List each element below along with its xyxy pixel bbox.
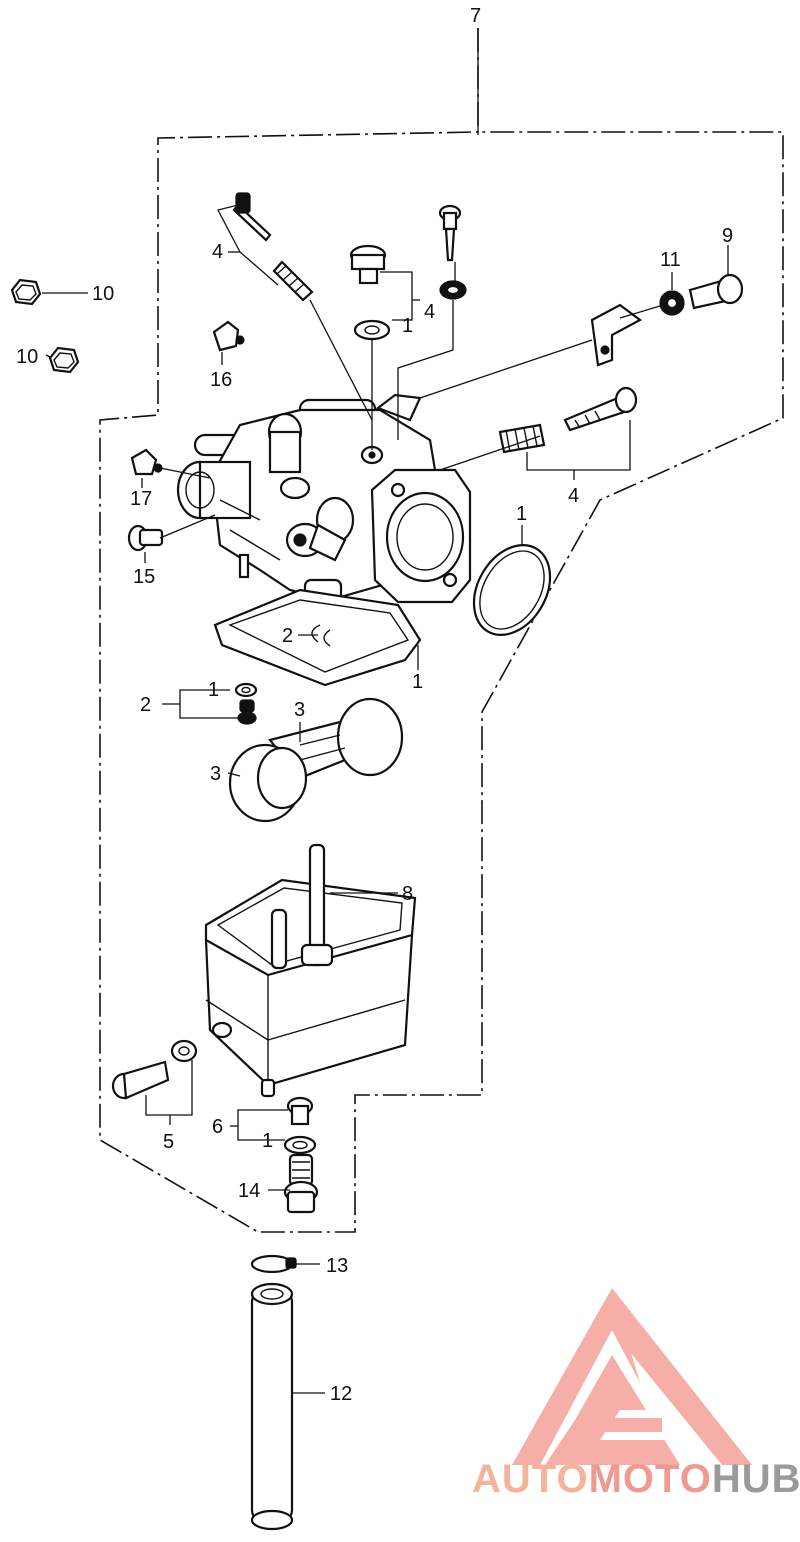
- callout-11: 11: [660, 249, 681, 271]
- callout-3-lower: 3: [210, 763, 221, 785]
- callout-2-clip: 2: [282, 625, 293, 647]
- callout-16: 16: [210, 369, 232, 391]
- callout-1-right: 1: [516, 503, 527, 525]
- floats: [228, 697, 404, 823]
- callout-4-right: 4: [568, 485, 579, 507]
- callouts: 7 4 4 1 9 11 10 10 16 17 15 4 1 2 1 2 1 …: [16, 5, 733, 1405]
- callout-9: 9: [722, 225, 733, 247]
- callout-12: 12: [330, 1383, 352, 1405]
- throttle-stop-screw: [498, 386, 638, 454]
- callout-3-upper: 3: [294, 699, 305, 721]
- fuel-tube: [250, 1282, 294, 1531]
- leader-lines: [42, 28, 729, 1394]
- drain-plug-top: [349, 244, 391, 341]
- watermark-auto: AUTO: [472, 1457, 589, 1501]
- adjust-screw-top: [438, 204, 467, 300]
- callout-17: 17: [130, 488, 152, 510]
- callout-5: 5: [163, 1131, 174, 1153]
- watermark-logo: [512, 1288, 752, 1465]
- clip-part: [311, 624, 331, 647]
- assembly-boundary: [99, 28, 784, 1233]
- nuts: [10, 278, 80, 374]
- callout-4-center: 4: [424, 301, 435, 323]
- callout-15: 15: [133, 566, 155, 588]
- bottom-fitting: [283, 1096, 319, 1214]
- hose-clamp: [250, 1254, 297, 1274]
- callout-10-top: 10: [92, 283, 114, 305]
- callout-1-center: 1: [402, 315, 413, 337]
- callout-13: 13: [326, 1255, 348, 1277]
- float-chamber: [204, 843, 417, 1098]
- watermark-text: AUTOMOTOHUB: [472, 1457, 800, 1501]
- watermark-moto: MOTO: [589, 1457, 712, 1501]
- bracket-bolt: [590, 273, 744, 367]
- bowl-gasket: [213, 588, 422, 687]
- pilot-screw-assembly: [232, 192, 314, 302]
- callout-4-upper-left: 4: [212, 241, 223, 263]
- carburetor-body: [176, 393, 472, 614]
- callout-7: 7: [470, 5, 481, 27]
- float-valve: [234, 682, 258, 725]
- callout-8: 8: [402, 883, 413, 905]
- small-fittings: [127, 320, 245, 552]
- drain-screw: [111, 1039, 198, 1100]
- watermark-hub: HUB: [712, 1457, 800, 1501]
- callout-1-valve: 1: [208, 679, 219, 701]
- callout-14: 14: [238, 1180, 260, 1202]
- callout-10-bottom: 10: [16, 346, 38, 368]
- callout-1-gasket: 1: [412, 671, 423, 693]
- callout-2-valve: 2: [140, 694, 151, 716]
- flange-o-ring: [472, 543, 552, 637]
- callout-6: 6: [212, 1116, 223, 1138]
- callout-1-bottom: 1: [262, 1130, 273, 1152]
